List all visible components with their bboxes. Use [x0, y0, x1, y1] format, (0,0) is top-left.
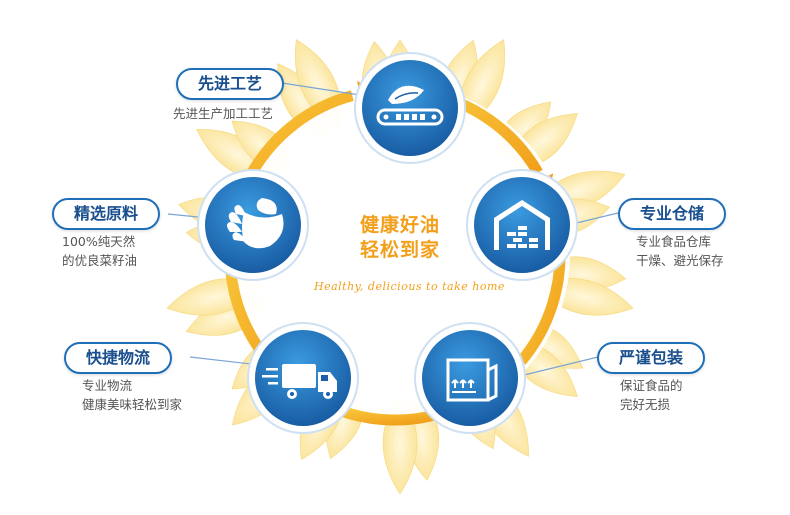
step-circle-3[interactable]: [414, 322, 526, 434]
step-desc-line: 专业食品仓库: [636, 234, 712, 249]
step-desc-line: 保证食品的: [620, 378, 683, 393]
step-desc-line: 的优良菜籽油: [62, 253, 138, 268]
step-desc-line: 干燥、避光保存: [636, 253, 724, 268]
step-desc-line: 完好无损: [620, 397, 671, 412]
step-desc-storage: 专业食品仓库 干燥、避光保存: [636, 232, 776, 270]
delivery-truck-icon: [262, 364, 337, 399]
center-title: 健康好油 轻松到家: [338, 213, 462, 263]
step-title-packaging[interactable]: 严谨包装: [597, 342, 705, 374]
step-title-logistics[interactable]: 快捷物流: [64, 342, 172, 374]
step-desc-raw-materials: 100%纯天然 的优良菜籽油: [62, 232, 202, 270]
step-desc-line: 专业物流: [82, 378, 133, 393]
conveyor-belt-seed-icon: [376, 85, 444, 126]
package-box-icon: [446, 358, 498, 402]
cycle-arrow-arc: [247, 90, 354, 176]
connector-line-1: [281, 82, 361, 96]
step-desc-line: 100%纯天然: [62, 234, 136, 249]
connector-line-4: [189, 356, 261, 366]
step-circle-2[interactable]: [466, 169, 578, 281]
step-title-storage[interactable]: 专业仓储: [618, 198, 726, 230]
step-circle-5[interactable]: [197, 169, 309, 281]
step-circle-4[interactable]: [247, 322, 359, 434]
step-desc-packaging: 保证食品的 完好无损: [620, 376, 760, 414]
warehouse-icon: [494, 200, 550, 250]
center-slogan: Healthy, delicious to take home: [314, 280, 505, 293]
hand-holding-seed-icon: [227, 198, 284, 249]
step-desc-logistics: 专业物流 健康美味轻松到家: [82, 376, 242, 414]
step-desc-line: 健康美味轻松到家: [82, 397, 183, 412]
center-title-line2: 轻松到家: [359, 239, 440, 261]
step-title-advanced-process[interactable]: 先进工艺: [176, 68, 284, 100]
center-title-line1: 健康好油: [359, 214, 440, 236]
connector-line-3: [519, 356, 599, 377]
step-circle-1[interactable]: [354, 52, 466, 164]
step-title-raw-materials[interactable]: 精选原料: [52, 198, 160, 230]
step-desc-line: 先进生产加工工艺: [173, 106, 274, 121]
step-desc-advanced-process: 先进生产加工工艺: [173, 104, 313, 123]
